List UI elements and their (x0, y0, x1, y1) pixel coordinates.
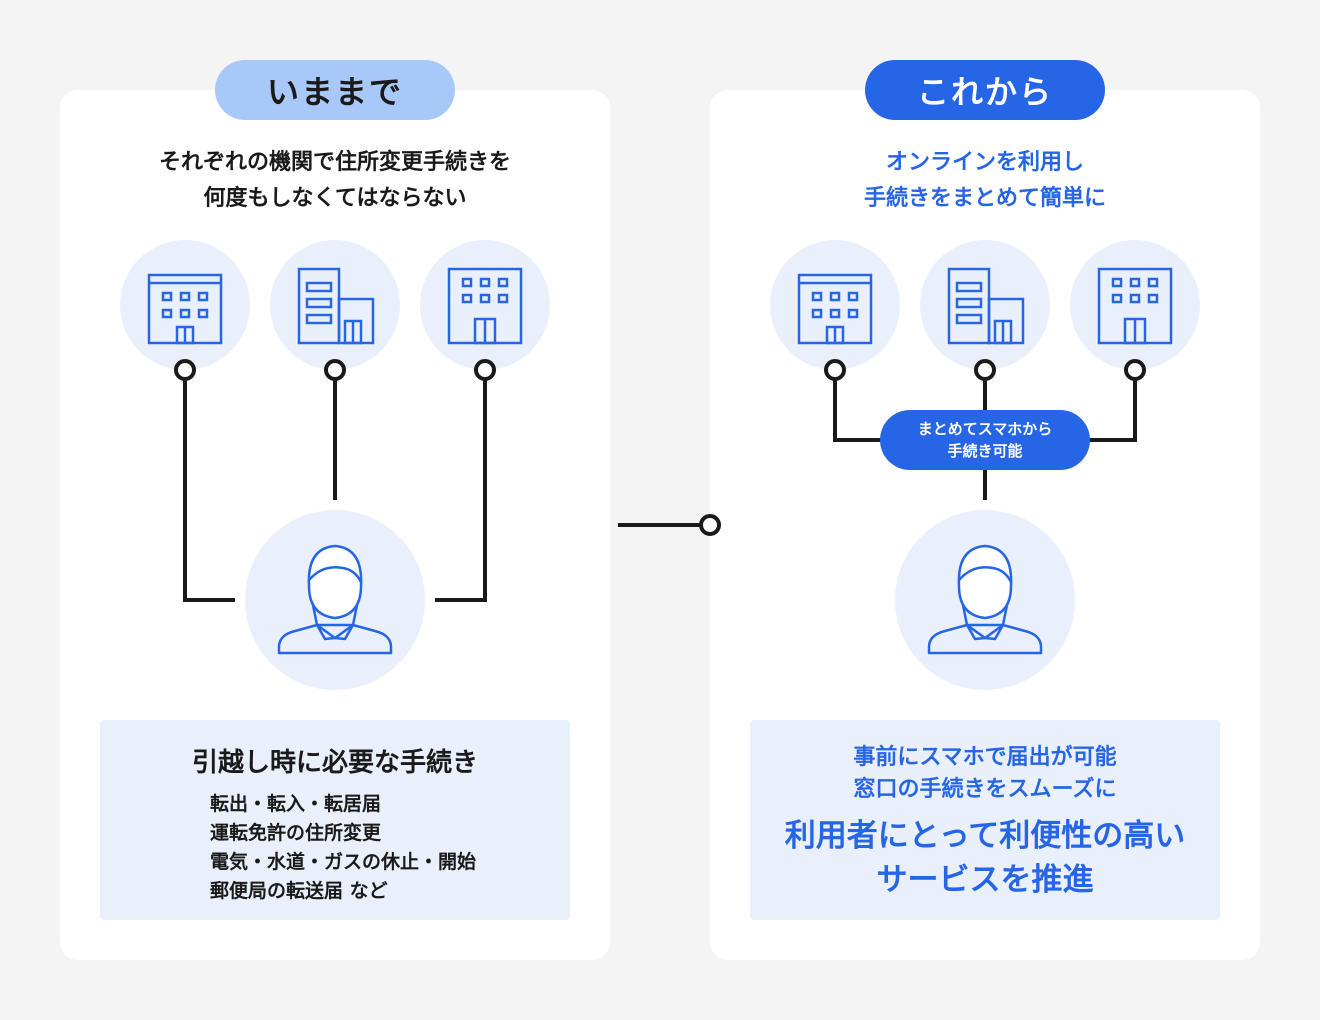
info-box-before: 引越し時に必要な手続き 転出・転入・転居届 運転免許の住所変更 電気・水道・ガス… (100, 720, 570, 920)
connector-node (824, 359, 846, 381)
connector-node (474, 359, 496, 381)
info-after-big-line-1: 利用者にとって利便性の高い (784, 818, 1186, 854)
building-circle-2-before (270, 240, 400, 370)
info-after-small-line-2: 窓口の手続きをスムーズに (853, 777, 1117, 802)
list-item: 電気・水道・ガスの休止・開始 (210, 851, 477, 873)
info-box-after: 事前にスマホで届出が可能 窓口の手続きをスムーズに 利用者にとって利便性の高い … (750, 720, 1220, 920)
connector-node (174, 359, 196, 381)
smartphone-note-line-1: まとめてスマホから (917, 420, 1053, 438)
label-after-pill: これから (865, 60, 1105, 120)
info-before-title: 引越し時に必要な手続き (191, 748, 478, 778)
headline-after: オンラインを利用し 手続きをまとめて簡単に (710, 145, 1260, 217)
headline-before: それぞれの機関で住所変更手続きを 何度もしなくてはならない (60, 145, 610, 217)
building-circle-3-before (420, 240, 550, 370)
transition-node (699, 514, 721, 536)
headline-after-line-2: 手続きをまとめて簡単に (863, 186, 1106, 211)
connector-node (1124, 359, 1146, 381)
info-after-small-line-1: 事前にスマホで届出が可能 (853, 745, 1117, 770)
smartphone-note-pill: まとめてスマホから 手続き可能 (880, 410, 1090, 470)
building-circle-1-after (770, 240, 900, 370)
procedure-list: 転出・転入・転居届 運転免許の住所変更 電気・水道・ガスの休止・開始 郵便局の転… (210, 790, 476, 906)
info-after-subtext: 事前にスマホで届出が可能 窓口の手続きをスムーズに (750, 742, 1220, 806)
connector-lines-before (183, 378, 487, 602)
list-item: 郵便局の転送届 など (210, 880, 388, 902)
smartphone-note-line-2: 手続き可能 (947, 442, 1023, 460)
label-before-pill: いままで (215, 60, 455, 120)
headline-after-line-1: オンラインを利用し (885, 150, 1084, 175)
headline-before-line-2: 何度もしなくてはならない (203, 186, 467, 211)
headline-before-line-1: それぞれの機関で住所変更手続きを (158, 150, 511, 175)
building-circle-3-after (1070, 240, 1200, 370)
connector-node (974, 359, 996, 381)
info-after-big-line-2: サービスを推進 (876, 862, 1094, 898)
connector-node (324, 359, 346, 381)
info-after-highlight: 利用者にとって利便性の高い サービスを推進 (750, 814, 1220, 902)
list-item: 転出・転入・転居届 (210, 793, 382, 815)
list-item: 運転免許の住所変更 (210, 822, 382, 844)
building-circle-2-after (920, 240, 1050, 370)
building-circle-1-before (120, 240, 250, 370)
